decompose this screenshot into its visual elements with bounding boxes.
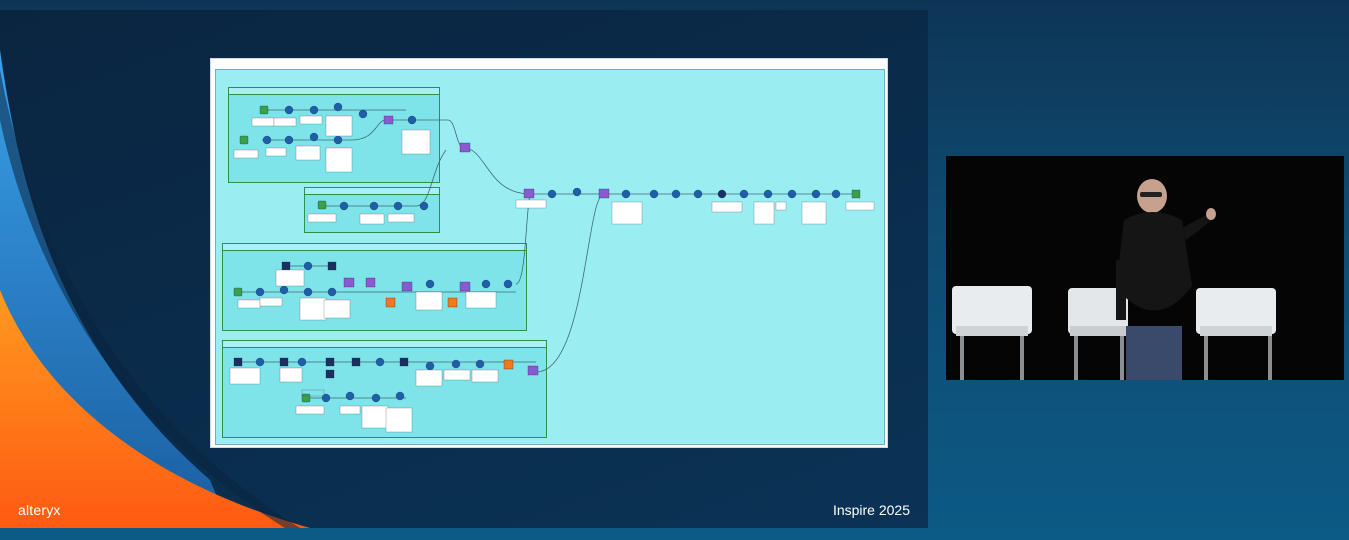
select-icon[interactable] [503, 279, 513, 289]
select-icon[interactable] [297, 357, 307, 367]
select-icon[interactable] [327, 287, 337, 297]
presentation-slide: alteryx Inspire 2025 [0, 10, 928, 528]
container-title [223, 244, 526, 251]
formula-icon[interactable] [451, 359, 461, 369]
select-icon[interactable] [671, 189, 681, 199]
formula-icon[interactable] [369, 201, 379, 211]
filter-icon[interactable] [475, 359, 485, 369]
workflow-screenshot [210, 58, 888, 448]
stage-chair-icon [1196, 288, 1276, 380]
event-label: Inspire 2025 [832, 502, 910, 518]
filter-icon[interactable] [811, 189, 821, 199]
select-icon[interactable] [309, 105, 319, 115]
alteryx-logo: alteryx [18, 502, 61, 518]
select-icon[interactable] [547, 189, 557, 199]
formula-icon[interactable] [309, 132, 319, 142]
input-data-icon[interactable] [259, 105, 269, 115]
summarize-icon[interactable] [325, 357, 335, 367]
select-icon[interactable] [333, 135, 343, 145]
formula-icon[interactable] [303, 261, 313, 271]
filter-icon[interactable] [763, 189, 773, 199]
formula-icon[interactable] [284, 105, 294, 115]
formula-icon[interactable] [693, 189, 703, 199]
container-title [223, 341, 546, 348]
formula-icon[interactable] [481, 279, 491, 289]
formula-icon[interactable] [333, 102, 343, 112]
filter-icon[interactable] [385, 297, 396, 308]
slide-swoosh-graphic [0, 50, 310, 528]
filter-icon[interactable] [621, 189, 631, 199]
summarize-icon[interactable] [279, 357, 289, 367]
summarize-icon[interactable] [351, 357, 361, 367]
summarize-icon[interactable] [717, 189, 727, 199]
stage-scene [946, 156, 1344, 380]
summarize-icon[interactable] [327, 261, 337, 271]
select-icon[interactable] [255, 287, 265, 297]
join-icon[interactable] [459, 142, 471, 153]
join-icon[interactable] [527, 365, 539, 376]
tool-container-2 [304, 187, 440, 233]
formula-icon[interactable] [649, 189, 659, 199]
select-icon[interactable] [358, 109, 368, 119]
join-icon[interactable] [523, 188, 535, 199]
formula-icon[interactable] [371, 393, 381, 403]
formula-icon[interactable] [284, 135, 294, 145]
formula-icon[interactable] [407, 115, 417, 125]
workflow-diagram [229, 102, 875, 433]
select-icon[interactable] [395, 391, 405, 401]
formula-icon[interactable] [787, 189, 797, 199]
join-icon[interactable] [343, 277, 355, 288]
container-title [229, 88, 439, 95]
formula-icon[interactable] [425, 361, 435, 371]
formula-icon[interactable] [345, 391, 355, 401]
select-icon[interactable] [739, 189, 749, 199]
stage-chair-icon [952, 286, 1032, 380]
select-icon[interactable] [339, 201, 349, 211]
join-icon[interactable] [383, 115, 394, 125]
input-data-icon[interactable] [233, 287, 243, 297]
summarize-icon[interactable] [281, 261, 291, 271]
formula-icon[interactable] [255, 357, 265, 367]
summarize-icon[interactable] [325, 369, 335, 379]
select-icon[interactable] [321, 393, 331, 403]
input-data-icon[interactable] [239, 135, 249, 145]
filter-icon[interactable] [447, 297, 458, 308]
formula-icon[interactable] [572, 187, 582, 197]
select-icon[interactable] [831, 189, 841, 199]
container-title [305, 188, 439, 195]
speaker-figure [1116, 179, 1216, 380]
select-icon[interactable] [375, 357, 385, 367]
union-icon[interactable] [365, 277, 376, 288]
speaker-video-feed [946, 156, 1344, 380]
filter-icon[interactable] [503, 359, 514, 370]
formula-icon[interactable] [303, 287, 313, 297]
select-icon[interactable] [419, 201, 429, 211]
join-icon[interactable] [401, 281, 413, 292]
input-data-icon[interactable] [317, 200, 327, 210]
formula-icon[interactable] [279, 285, 289, 295]
workflow-canvas [215, 69, 885, 445]
stage-chair-icon [1068, 288, 1128, 380]
output-data-icon[interactable] [851, 189, 861, 199]
formula-icon[interactable] [425, 279, 435, 289]
summarize-icon[interactable] [233, 357, 243, 367]
join-icon[interactable] [598, 188, 610, 199]
formula-icon[interactable] [393, 201, 403, 211]
input-data-icon[interactable] [301, 393, 311, 403]
select-icon[interactable] [262, 135, 272, 145]
summarize-icon[interactable] [399, 357, 409, 367]
join-icon[interactable] [459, 281, 471, 292]
